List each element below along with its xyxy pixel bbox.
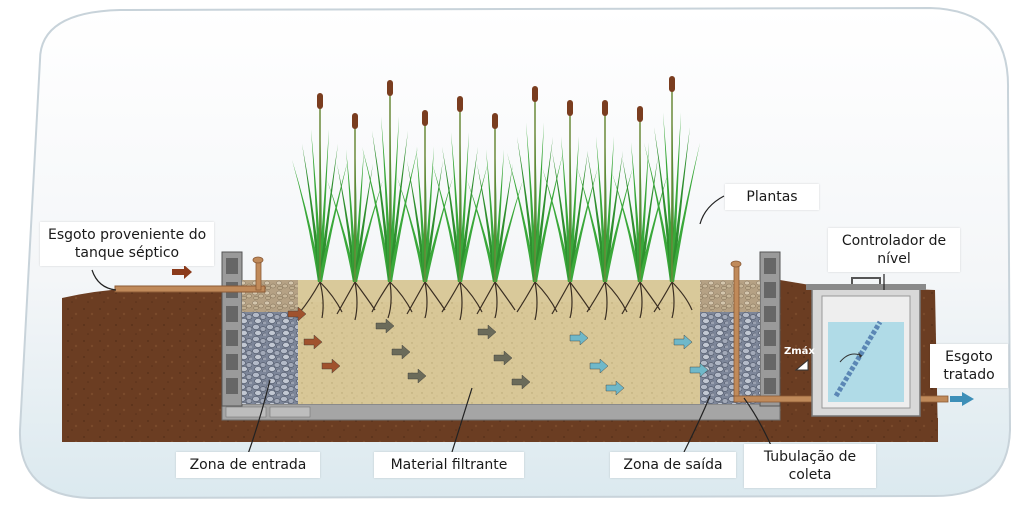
flow-arrow-icon (407, 368, 427, 384)
label-collection-line2: coleta (788, 467, 832, 483)
leader-plants (699, 195, 725, 225)
label-filter-material-text: Material filtrante (390, 457, 508, 473)
flow-arrows-group (287, 306, 709, 396)
label-outlet-zone-text: Zona de saída (623, 457, 723, 473)
inlet-top-gravel (242, 280, 298, 312)
label-outlet-zone: Zona de saída (610, 452, 736, 478)
cattail-plant-icon (292, 93, 348, 282)
flow-arrow-icon (689, 362, 709, 378)
label-controller-line2: nível (877, 251, 911, 267)
zmax-marker-icon (794, 358, 809, 371)
cattail-plant-icon (397, 110, 453, 282)
cattail-plant-icon (577, 100, 633, 282)
inlet-pipe-icon (114, 256, 266, 293)
inlet-arrow-icon (172, 265, 192, 279)
label-inlet-sewage: Esgoto proveniente do tanque séptico (40, 222, 214, 266)
filter-sand (298, 300, 700, 404)
cattail-plant-icon (432, 96, 488, 282)
leader-inlet-sewage (91, 269, 117, 291)
label-level-controller: Controlador de nível (828, 228, 960, 272)
plant-roots (299, 281, 693, 321)
right-wall (759, 251, 781, 407)
soil-ground (62, 288, 222, 440)
leader-filter (451, 387, 473, 453)
flow-arrow-icon (605, 380, 625, 396)
label-inlet-sewage-line2: tanque séptico (74, 245, 180, 261)
label-inlet-zone-text: Zona de entrada (189, 457, 307, 473)
flow-arrow-icon (569, 330, 589, 346)
outlet-zone-gravel (700, 310, 760, 404)
flow-arrow-icon (673, 334, 693, 350)
label-collection-pipe: Tubulação de coleta (744, 444, 876, 488)
label-inlet-sewage-line1: Esgoto proveniente do (48, 227, 207, 243)
plants-group (292, 76, 700, 283)
leader-inlet-zone (247, 379, 271, 455)
cattail-plant-icon (507, 86, 563, 283)
cattail-plant-icon (612, 106, 668, 282)
left-wall (221, 251, 243, 407)
label-filter-material: Material filtrante (374, 452, 524, 478)
flow-arrow-icon (287, 306, 307, 322)
flow-arrow-icon (493, 350, 513, 366)
filter-top-layer (298, 280, 700, 302)
label-zmax: Zmáx (784, 346, 815, 357)
flow-arrow-icon (589, 358, 609, 374)
outlet-top-gravel (700, 280, 760, 312)
label-treated-sewage: Esgoto tratado (930, 344, 1008, 388)
label-treated-line2: tratado (943, 367, 995, 383)
cattail-plant-icon (644, 76, 700, 283)
cattail-plant-icon (542, 100, 598, 282)
label-collection-line1: Tubulação de (763, 449, 857, 465)
flow-arrow-icon (511, 374, 531, 390)
cattail-plant-icon (327, 113, 383, 282)
flow-arrow-icon (391, 344, 411, 360)
flow-arrow-icon (477, 324, 497, 340)
flow-arrow-icon (321, 358, 341, 374)
inlet-zone-gravel (242, 310, 298, 404)
leader-lines (91, 195, 885, 455)
label-treated-line1: Esgoto (945, 349, 993, 365)
level-controller (806, 277, 926, 417)
leader-outlet-zone (683, 395, 711, 453)
flow-arrow-icon (303, 334, 323, 350)
label-controller-line1: Controlador de (841, 233, 947, 249)
flow-arrow-icon (375, 318, 395, 334)
label-plants-text: Plantas (746, 189, 798, 205)
label-inlet-zone: Zona de entrada (176, 452, 320, 478)
label-plants: Plantas (725, 184, 819, 210)
cattail-plant-icon (467, 113, 523, 282)
outlet-arrow-icon (950, 392, 974, 406)
soil-base (62, 418, 938, 442)
